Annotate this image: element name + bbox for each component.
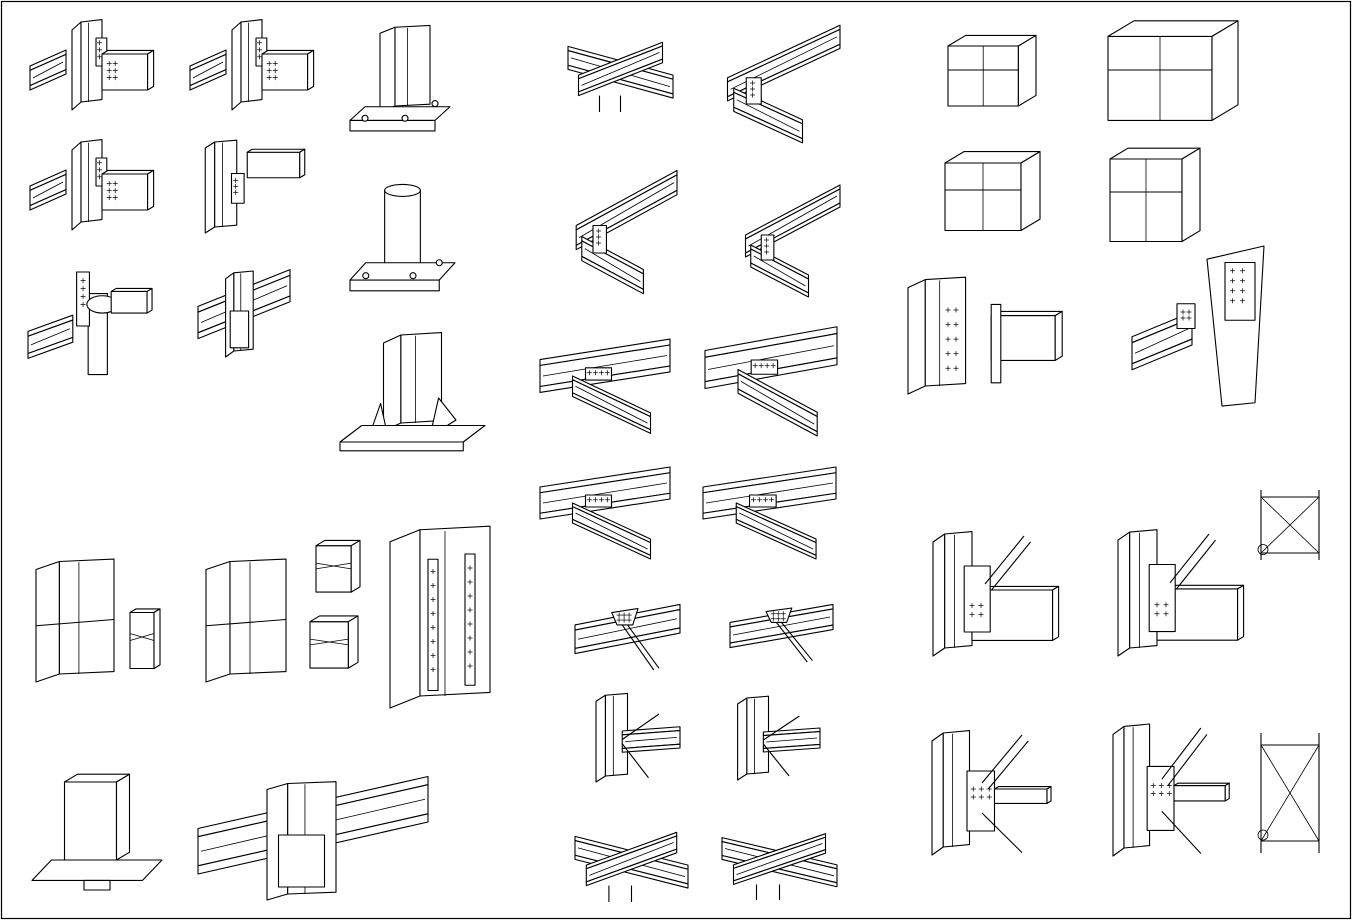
connection-detail-beam-cross xyxy=(721,833,838,900)
connection-detail-beam-tee xyxy=(575,169,678,295)
connection-detail-column-bolted xyxy=(907,276,1063,395)
connection-detail-beam-cross xyxy=(567,41,674,112)
connection-detail-column-beam-brace xyxy=(1117,529,1245,657)
connection-detail-beam-tee xyxy=(744,184,841,298)
connection-detail-beam-brace xyxy=(574,603,681,671)
connection-detail-beam-column-side xyxy=(29,19,155,111)
connection-detail-beam-splice xyxy=(702,466,837,560)
connection-detail-frame-elevation xyxy=(1257,490,1320,560)
connection-detail-weld-block xyxy=(315,539,361,593)
connection-detail-column-base xyxy=(349,24,451,132)
connection-detail-frame-box xyxy=(1109,147,1201,243)
connection-detail-beam-splice xyxy=(539,466,671,560)
connection-detail-column-beam-brace xyxy=(932,531,1060,657)
connection-detail-column-splice xyxy=(35,558,115,683)
connection-detail-frame-box xyxy=(1107,20,1239,121)
connection-detail-beam-splice xyxy=(539,338,671,434)
connection-detail-beam-corner xyxy=(204,139,306,234)
connection-detail-frame-box xyxy=(947,34,1037,107)
connection-detail-beam-column-side xyxy=(189,19,315,111)
connection-detail-frame-box xyxy=(944,151,1041,232)
connection-detail-gusset-base xyxy=(339,332,486,452)
connection-detail-weld-block xyxy=(309,615,359,669)
connection-detail-pipe-base xyxy=(349,183,456,292)
connection-detail-column-double-brace xyxy=(1112,723,1230,857)
connection-detail-box-base xyxy=(31,773,163,891)
connection-detail-tapered-column xyxy=(1131,245,1265,407)
connection-detail-frame-elevation xyxy=(1257,733,1320,853)
connection-detail-beam-tee xyxy=(726,24,841,144)
connection-detail-column-splice xyxy=(205,558,287,683)
connection-detail-column-brace xyxy=(595,692,681,783)
connection-detail-beam-column-side xyxy=(29,139,155,231)
connection-detail-beam-cross xyxy=(574,831,689,902)
connection-detail-beam-splice xyxy=(704,326,838,437)
connection-detail-column-double-brace xyxy=(931,730,1052,856)
connection-detail-beam-column-top xyxy=(197,775,429,901)
connection-detail-beam-brace xyxy=(729,603,834,663)
connection-detail-weld-block xyxy=(129,608,161,670)
connection-detail-bolted-splice xyxy=(389,525,491,709)
connection-detail-column-brace xyxy=(737,695,821,781)
connection-detail-pipe-column-beams xyxy=(27,271,153,376)
connection-detail-beam-column-top xyxy=(197,269,291,358)
